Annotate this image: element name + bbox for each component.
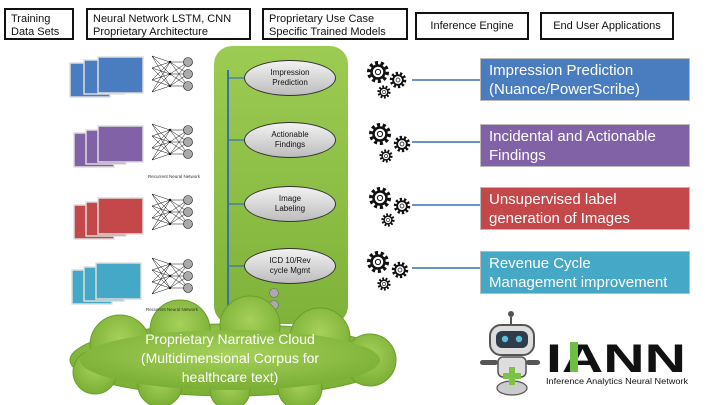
gear-cluster-2: [369, 123, 411, 163]
cloud-label: Proprietary Narrative Cloud (Multidimens…: [140, 331, 320, 385]
neural-net-1: [151, 55, 193, 93]
network-caption-2: Recurrent Neural Network: [146, 307, 199, 312]
model-image-labeling: Image Labeling: [244, 186, 336, 222]
model-impression-prediction: Impression Prediction: [244, 60, 336, 96]
neural-net-3: [151, 193, 193, 231]
gear-cluster-3: [369, 187, 411, 227]
app-actionable-findings: Incidental and Actionable Findings: [480, 124, 690, 167]
network-caption-1: Recurrent Neural Network: [148, 174, 201, 179]
dataset-stack-2: [73, 125, 144, 168]
gear-cluster-1: [367, 61, 407, 99]
app-revenue-cycle: Revenue Cycle Management improvement: [480, 251, 690, 294]
dataset-stack-4: [71, 262, 142, 305]
model-actionable-findings: Actionable Findings: [244, 122, 336, 158]
iann-logo: IANN Inference Analytics Neural Network: [546, 337, 689, 386]
neural-net-4: [151, 257, 193, 295]
header-training-data: Training Data Sets: [4, 8, 74, 40]
model-icd10-rev-cycle: ICD 10/Rev cycle Mgmt: [244, 248, 336, 284]
more-models-dot-1: [269, 288, 279, 298]
neural-net-2: [151, 123, 193, 161]
header-end-user-apps: End User Applications: [540, 12, 674, 40]
connector-lines: [412, 79, 480, 269]
gear-cluster-4: [367, 251, 409, 291]
header-use-case-models: Proprietary Use Case Specific Trained Mo…: [262, 8, 408, 40]
panel-branch-lines: [228, 77, 244, 267]
header-inference-engine: Inference Engine: [415, 12, 529, 40]
header-neural-network: Neural Network LSTM, CNN Proprietary Arc…: [86, 8, 251, 40]
dataset-stack-3: [73, 197, 144, 240]
iann-tagline: Inference Analytics Neural Network: [546, 377, 689, 386]
app-label-generation: Unsupervised label generation of Images: [480, 187, 690, 230]
dataset-stack-1: [69, 56, 144, 98]
robot-mascot-icon: [480, 311, 540, 396]
svg-text:IANN: IANN: [546, 337, 686, 381]
app-impression-prediction: Impression Prediction (Nuance/PowerScrib…: [480, 58, 690, 101]
